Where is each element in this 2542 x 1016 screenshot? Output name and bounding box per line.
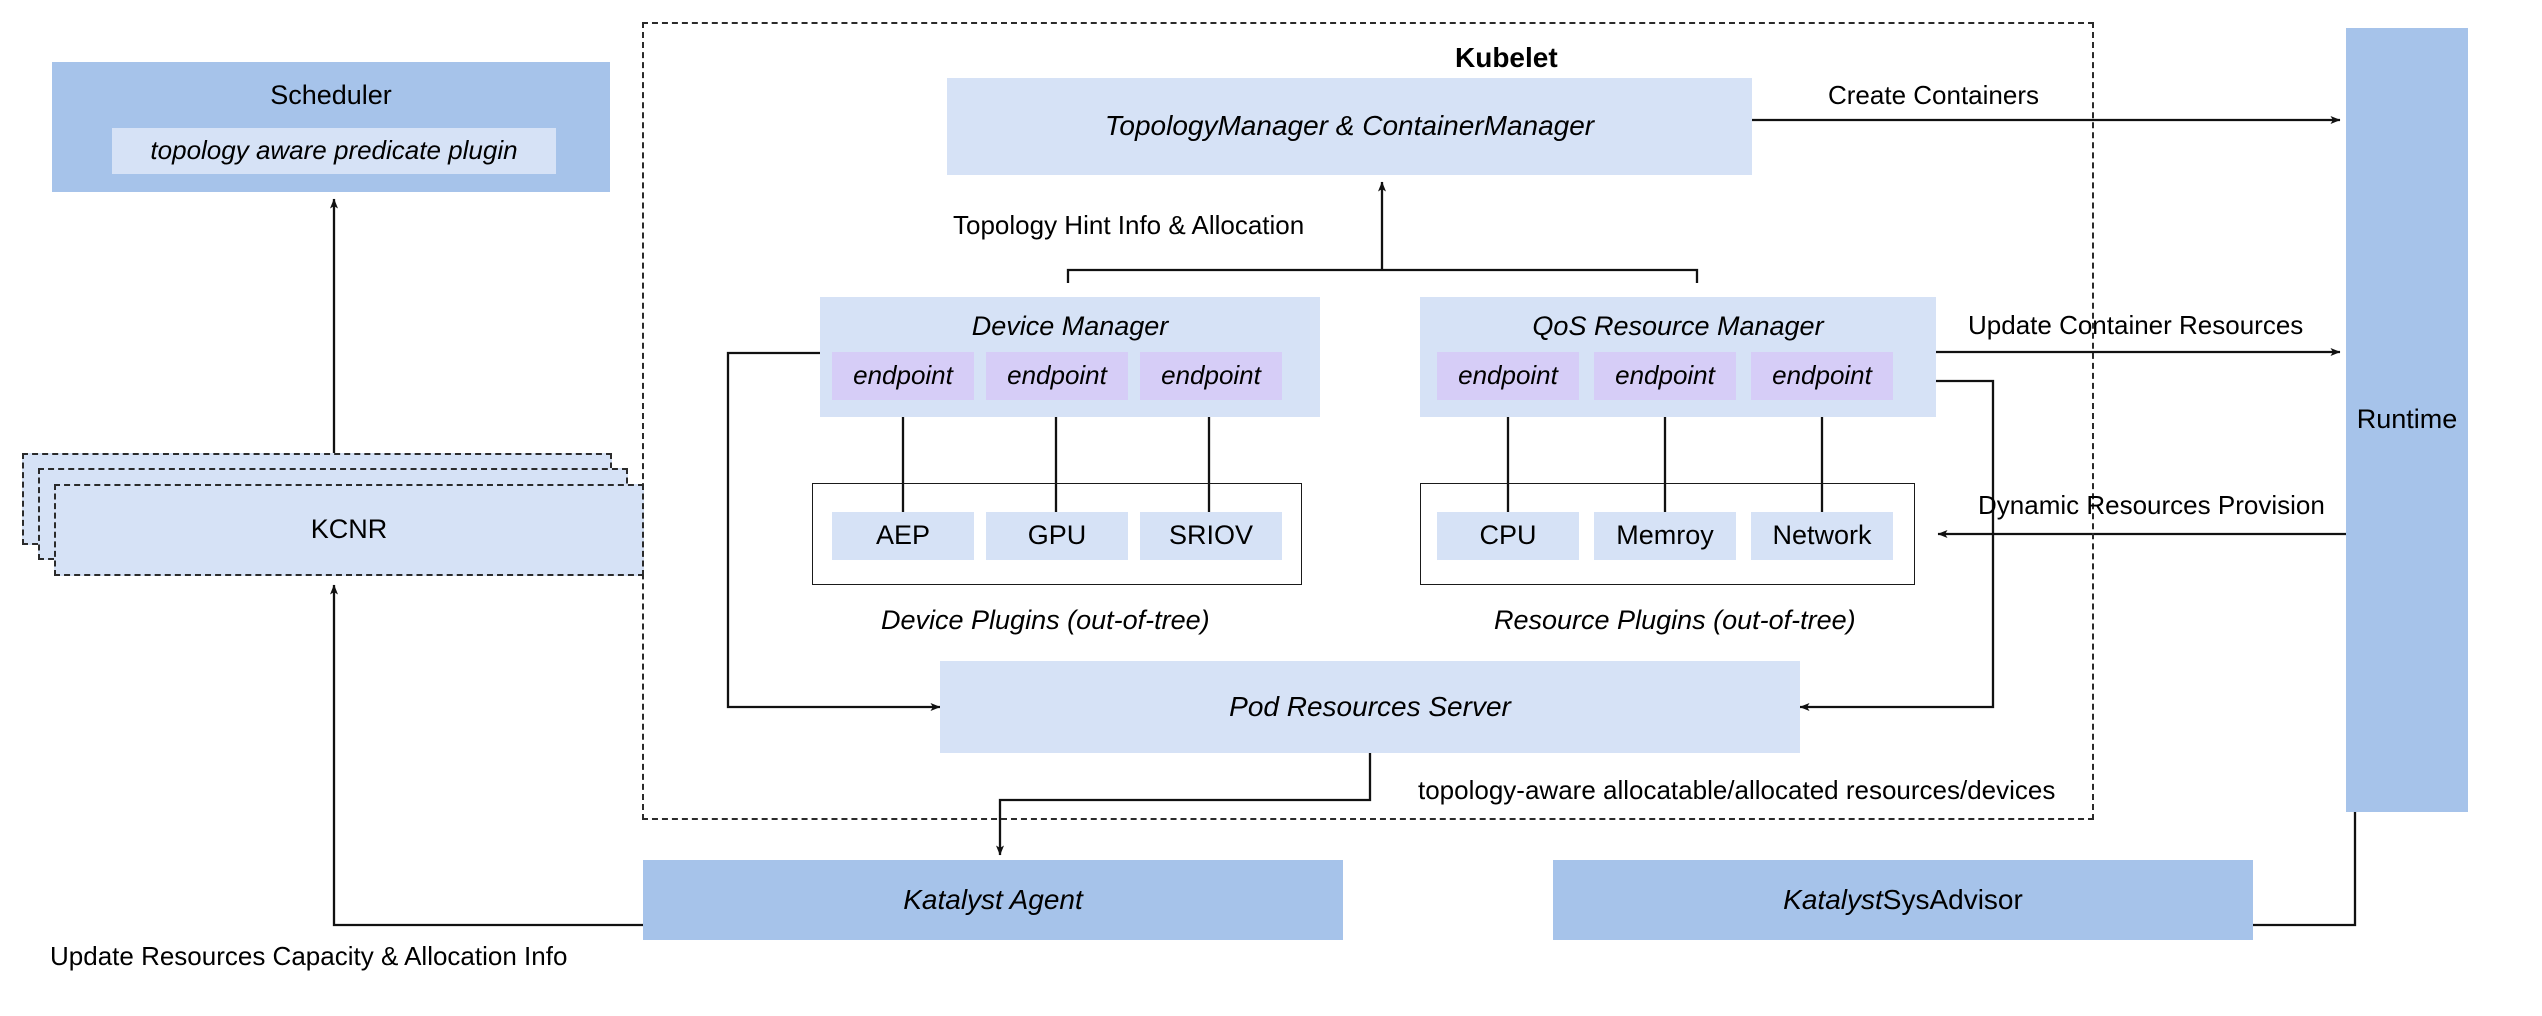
device-manager-endpoint-1[interactable]: endpoint (832, 352, 974, 400)
kcnr-box[interactable]: KCNR (54, 484, 644, 576)
device-plugins-caption: Device Plugins (out-of-tree) (881, 605, 1210, 635)
qos-manager-endpoint-2[interactable]: endpoint (1594, 352, 1736, 400)
edge-label-create-containers: Create Containers (1828, 80, 2039, 110)
kubelet-title: Kubelet (1455, 42, 1558, 73)
runtime-box[interactable]: Runtime (2346, 28, 2468, 812)
katalyst-agent-box[interactable]: Katalyst Agent (643, 860, 1343, 940)
katalyst-sysadvisor-label-italic: Katalyst (1783, 883, 1883, 915)
device-plugin-gpu[interactable]: GPU (986, 512, 1128, 560)
resource-plugin-memory[interactable]: Memroy (1594, 512, 1736, 560)
pod-resources-server-box[interactable]: Pod Resources Server (940, 661, 1800, 753)
resource-plugins-group (1420, 483, 1915, 585)
katalyst-sysadvisor-label-plain: SysAdvisor (1882, 883, 2023, 915)
edge-label-topology-aware-resources: topology-aware allocatable/allocated res… (1418, 775, 2056, 805)
device-plugins-group (812, 483, 1302, 585)
edge-label-dynamic-resources-provision: Dynamic Resources Provision (1978, 490, 2325, 520)
device-plugin-aep[interactable]: AEP (832, 512, 974, 560)
qos-resource-manager-title: QoS Resource Manager (1532, 311, 1824, 341)
runtime-label: Runtime (2356, 404, 2458, 435)
qos-manager-endpoint-3[interactable]: endpoint (1751, 352, 1893, 400)
device-manager-endpoint-3[interactable]: endpoint (1140, 352, 1282, 400)
scheduler-plugin-box[interactable]: topology aware predicate plugin (112, 128, 556, 174)
qos-manager-endpoint-1[interactable]: endpoint (1437, 352, 1579, 400)
resource-plugin-network[interactable]: Network (1751, 512, 1893, 560)
edge-label-update-resources-capacity: Update Resources Capacity & Allocation I… (50, 941, 568, 971)
edge-label-update-container-resources: Update Container Resources (1968, 310, 2304, 340)
resource-plugin-cpu[interactable]: CPU (1437, 512, 1579, 560)
device-plugin-sriov[interactable]: SRIOV (1140, 512, 1282, 560)
arrow-agent-to-kcnr (330, 584, 643, 927)
kubelet-boundary (642, 22, 2094, 820)
katalyst-sysadvisor-box[interactable]: Katalyst SysAdvisor (1553, 860, 2253, 940)
topology-manager-box[interactable]: TopologyManager & ContainerManager (947, 78, 1752, 175)
device-manager-endpoint-2[interactable]: endpoint (986, 352, 1128, 400)
device-manager-title: Device Manager (971, 311, 1169, 341)
edge-label-topology-hint: Topology Hint Info & Allocation (953, 210, 1305, 240)
resource-plugins-caption: Resource Plugins (out-of-tree) (1494, 605, 1856, 635)
scheduler-title: Scheduler (270, 80, 392, 110)
